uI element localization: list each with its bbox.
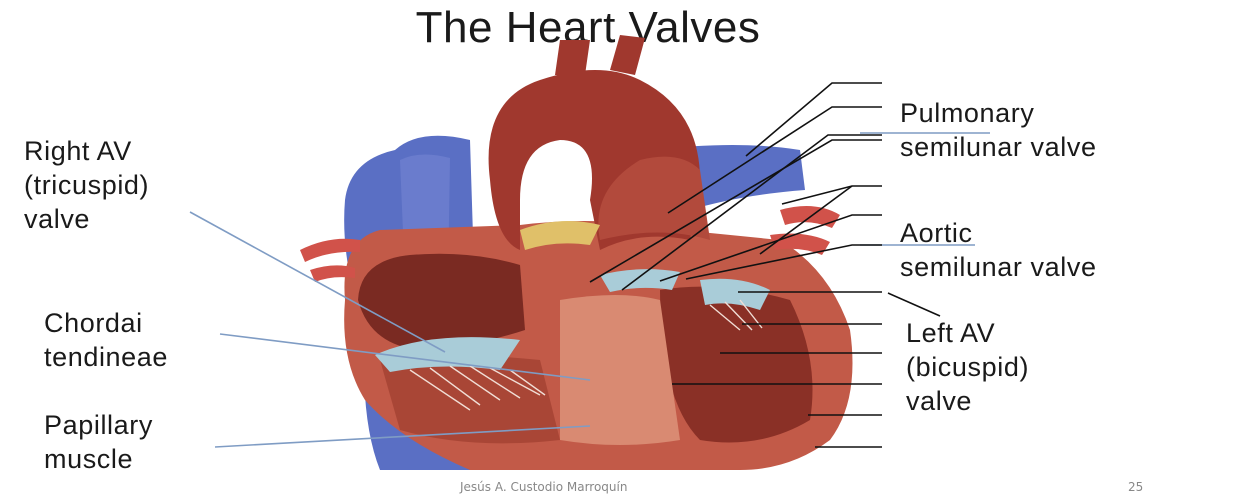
label-right-av-valve: Right AV (tricuspid) valve xyxy=(24,134,149,236)
label-papillary-muscle: Papillary muscle xyxy=(44,408,153,476)
right-atrium xyxy=(358,254,525,350)
footer-page-number: 25 xyxy=(1128,480,1143,494)
footer-author: Jesús A. Custodio Marroquín xyxy=(460,480,627,494)
label-aortic-semilunar-valve: Aortic semilunar valve xyxy=(900,216,1097,284)
septum xyxy=(560,295,680,445)
label-left-av-valve: Left AV (bicuspid) valve xyxy=(906,316,1029,418)
label-chordae-tendineae: Chordai tendineae xyxy=(44,306,168,374)
label-pulmonary-semilunar-valve: Pulmonary semilunar valve xyxy=(900,96,1097,164)
